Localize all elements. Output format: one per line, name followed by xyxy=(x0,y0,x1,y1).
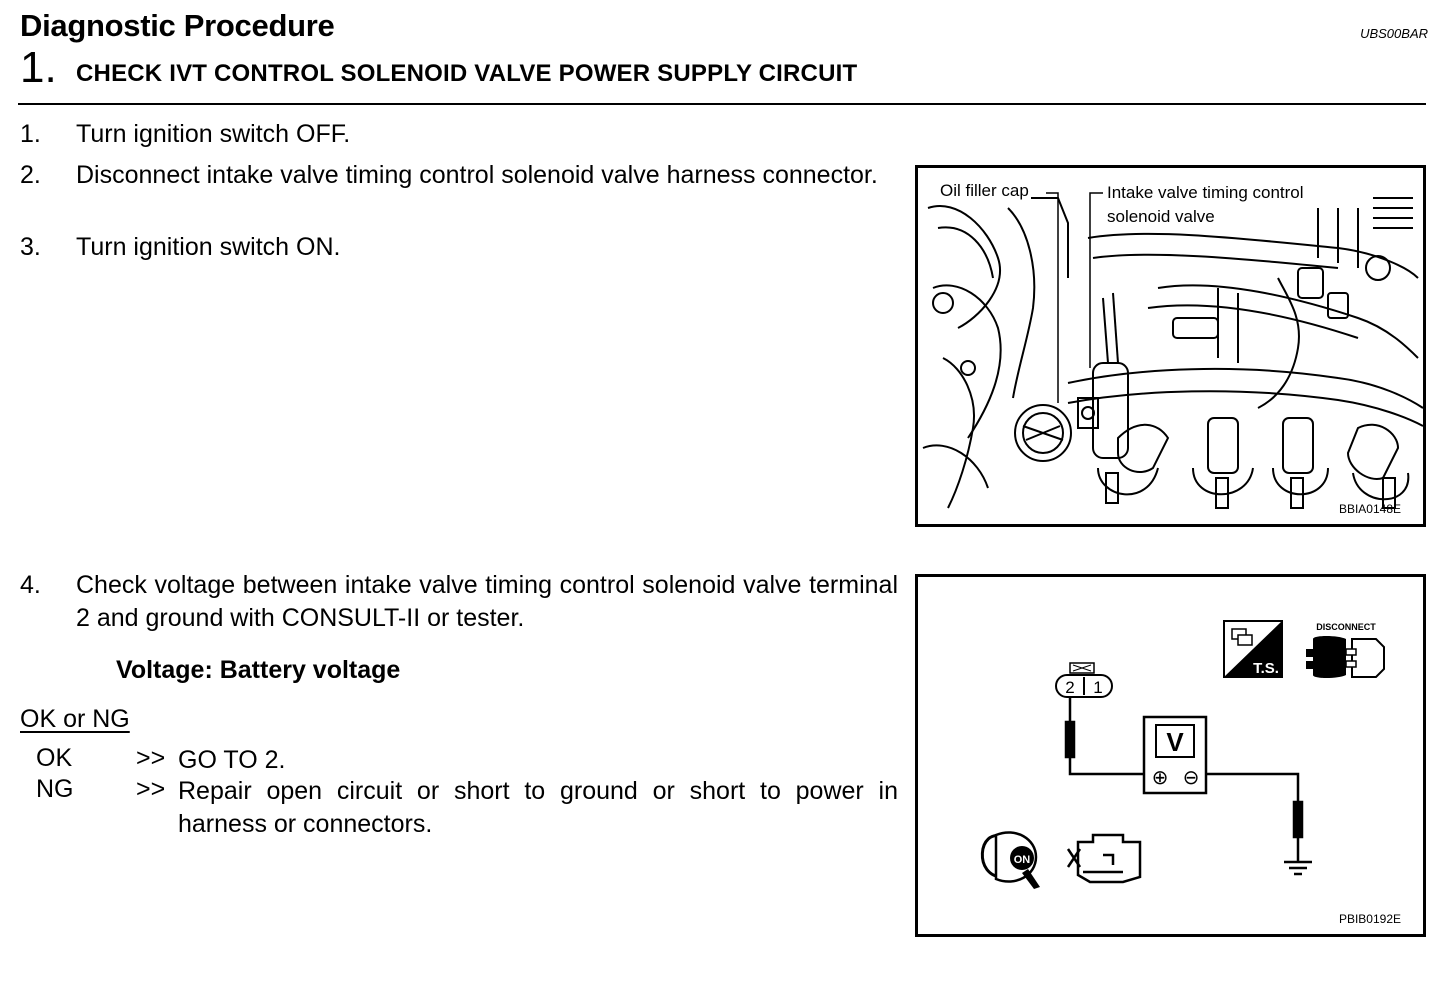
result-ng-text: Repair open circuit or short to ground o… xyxy=(178,777,898,838)
meter-minus: ⊖ xyxy=(1183,765,1200,789)
page-title: Diagnostic Procedure xyxy=(20,8,335,43)
disconnect-icon: DISCONNECT xyxy=(1306,622,1385,678)
instruction-4: 4. Check voltage between intake valve ti… xyxy=(0,569,900,639)
engine-drawing xyxy=(922,192,1423,509)
step-title: CHECK IVT CONTROL SOLENOID VALVE POWER S… xyxy=(76,60,858,87)
voltmeter-icon: V ⊕ ⊖ xyxy=(1142,715,1208,795)
document-code: UBS00BAR xyxy=(1360,26,1428,41)
step-number: 1. xyxy=(20,43,57,92)
instruction-number: 2. xyxy=(20,161,41,189)
meter-symbol: V xyxy=(1166,727,1184,757)
ts-label: T.S. xyxy=(1253,660,1279,677)
specification: Voltage: Battery voltage xyxy=(116,656,401,684)
meter-plus: ⊕ xyxy=(1152,765,1169,789)
result-ok-text: GO TO 2. xyxy=(178,746,286,774)
disconnect-label: DISCONNECT xyxy=(1316,622,1376,632)
result-ok-label: OK xyxy=(36,744,73,772)
engine-illustration-figure: Oil filler cap Intake valve timing contr… xyxy=(915,165,1426,527)
ignition-key-on-icon: ON xyxy=(980,831,1040,889)
instruction-number: 4. xyxy=(20,571,41,599)
instruction-text: Disconnect intake valve timing control s… xyxy=(76,161,878,189)
test-connector-icon: T.S. xyxy=(1223,620,1283,678)
instruction-text: Check voltage between intake valve timin… xyxy=(76,571,898,632)
instruction-text: Turn ignition switch ON. xyxy=(76,233,341,261)
terminal-1-label: 1 xyxy=(1093,678,1102,697)
figure-code: PBIB0192E xyxy=(1338,912,1401,926)
label-oil-filler-cap: Oil filler cap xyxy=(938,181,1031,201)
instruction-1: 1. Turn ignition switch OFF. xyxy=(0,118,900,152)
instruction-text: Turn ignition switch OFF. xyxy=(76,120,351,148)
label-solenoid-valve-line2: solenoid valve xyxy=(1107,207,1215,226)
measurement-drawing: T.S. DISCONNECT 2 1 xyxy=(980,620,1385,889)
instruction-3: 3. Turn ignition switch ON. xyxy=(0,231,900,265)
result-ng-arrow: >> xyxy=(136,775,166,803)
result-ng-row: NG >> Repair open circuit or short to gr… xyxy=(0,775,900,845)
figure-code: BBIA0148E xyxy=(1338,502,1401,516)
header-rule xyxy=(18,103,1426,105)
terminal-2-label: 2 xyxy=(1065,678,1074,697)
key-on-label: ON xyxy=(1014,854,1031,866)
result-ng-label: NG xyxy=(36,775,74,803)
instruction-number: 3. xyxy=(20,233,41,261)
label-solenoid-valve-line1: Intake valve timing control xyxy=(1107,183,1304,202)
result-ok-row: OK >> GO TO 2. xyxy=(0,744,900,778)
engine-icon xyxy=(1066,833,1142,884)
harness-connector: 2 1 xyxy=(1055,662,1113,698)
result-ok-arrow: >> xyxy=(136,744,166,772)
measurement-diagram-figure: T.S. DISCONNECT 2 1 xyxy=(915,574,1426,937)
instruction-2: 2. Disconnect intake valve timing contro… xyxy=(0,159,900,229)
label-solenoid-valve: Intake valve timing control solenoid val… xyxy=(1105,181,1306,229)
instruction-number: 1. xyxy=(20,120,41,148)
result-heading: OK or NG xyxy=(20,705,130,733)
ground-icon xyxy=(1284,860,1312,876)
